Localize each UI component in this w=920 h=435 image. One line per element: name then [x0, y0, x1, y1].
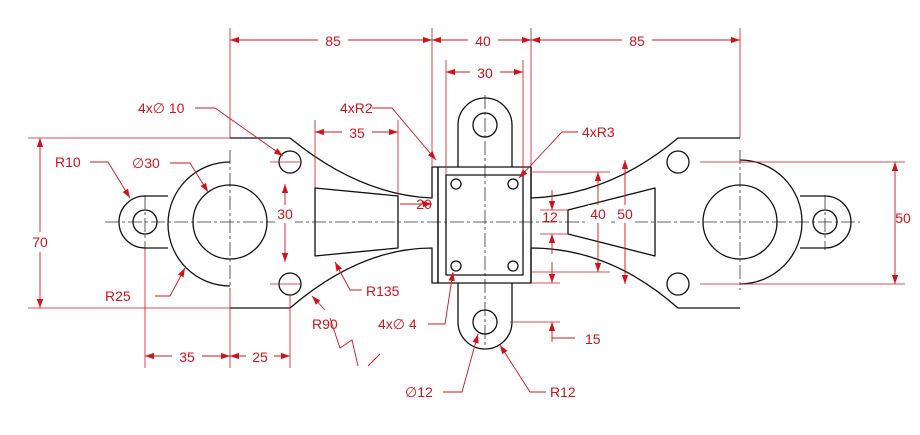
- callout-arc-radius-135: R135: [366, 283, 400, 299]
- dim-right-height: 50: [895, 210, 911, 226]
- left-end-lug: [118, 195, 168, 249]
- right-main-bore: [702, 184, 778, 260]
- dim-right-length: 85: [629, 33, 645, 49]
- callout-end-radius: R10: [55, 154, 81, 170]
- bottom-boss: [457, 283, 513, 350]
- dimension-labels: 85 40 85 30 35 70 50 50 40 30 20 12 15 3…: [30, 31, 911, 365]
- dim-boss-offset: 15: [585, 331, 601, 347]
- callout-boss-hole: ∅12: [405, 384, 433, 400]
- dim-overall-height: 70: [32, 234, 48, 250]
- corner-hole-bl: [450, 260, 462, 272]
- dim-center-height-50: 50: [617, 206, 633, 222]
- corner-hole-tr: [507, 178, 519, 190]
- left-main-bore: [192, 184, 268, 260]
- dim-slot-height-30: 30: [277, 206, 293, 222]
- top-boss-hole: [472, 112, 498, 138]
- dim-neck-width: 20: [416, 196, 432, 212]
- center-inner-square: [445, 174, 524, 276]
- dim-slot-length: 35: [349, 125, 365, 141]
- left-outer-ring: [167, 161, 231, 287]
- dim-boss-width: 30: [477, 65, 493, 81]
- callout-corner-radius-3: 4xR3: [582, 124, 615, 140]
- dim-left-hole-offset: 35: [179, 349, 195, 365]
- dim-left-step: 25: [252, 349, 268, 365]
- center-lines: [105, 95, 860, 345]
- left-end-hole: [132, 209, 158, 235]
- bottom-boss-hole: [472, 309, 498, 335]
- extension-lines: [28, 28, 905, 368]
- corner-hole-br: [507, 260, 519, 272]
- right-lower-hole: [666, 272, 690, 296]
- callout-labels: 4x∅ 10 4xR2 4xR3 R10 ∅30 R25 R135 R90 4x…: [55, 100, 615, 400]
- right-end-hole: [812, 209, 838, 235]
- callout-outer-radius: R25: [105, 288, 131, 304]
- callout-corner-holes: 4x∅ 4: [378, 316, 417, 332]
- right-end-lug: [800, 195, 852, 249]
- callout-arc-radius-90: R90: [312, 316, 338, 332]
- right-upper-hole: [666, 150, 690, 174]
- right-body-outline: [530, 137, 740, 309]
- left-tapered-slot: [314, 187, 399, 257]
- leader-lines: [90, 107, 578, 393]
- callout-main-bore: ∅30: [132, 155, 160, 171]
- dim-left-length: 85: [325, 33, 341, 49]
- dim-center-length: 40: [475, 33, 491, 49]
- left-body-outline: [230, 137, 439, 309]
- callout-boss-radius: R12: [550, 384, 576, 400]
- callout-corner-radius-2: 4xR2: [340, 100, 373, 116]
- callout-small-holes: 4x∅ 10: [138, 100, 185, 116]
- top-boss: [457, 97, 513, 167]
- dim-slot-end-12: 12: [542, 209, 558, 225]
- center-block: [437, 166, 532, 284]
- dimension-lines: [36, 36, 899, 360]
- corner-hole-tl: [450, 178, 462, 190]
- dim-taper-height-40: 40: [590, 206, 606, 222]
- right-outer-ring: [739, 159, 803, 285]
